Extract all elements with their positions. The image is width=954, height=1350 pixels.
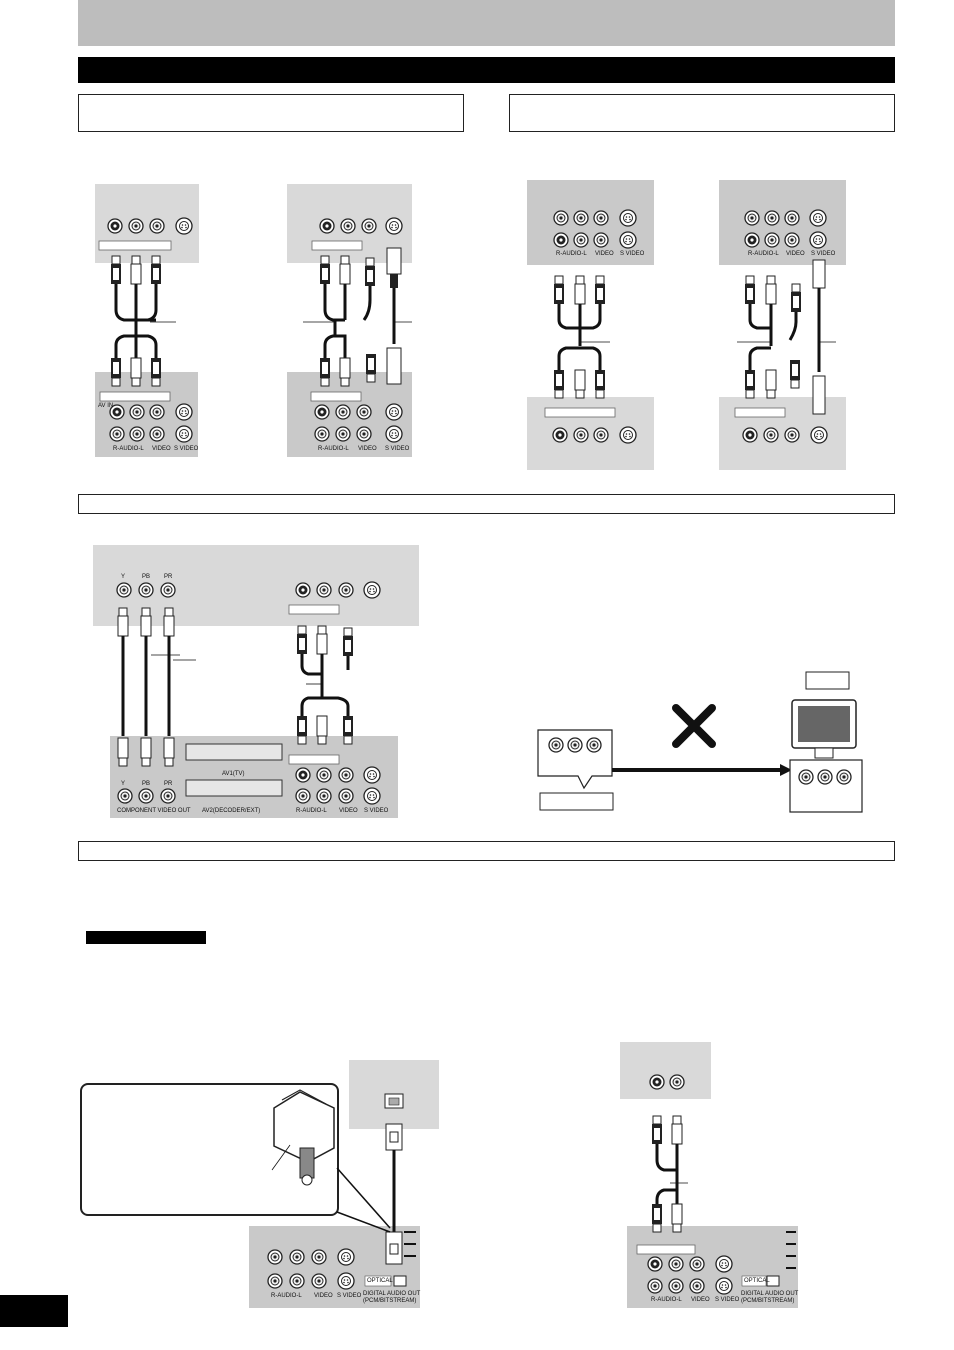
diagram-optical: [267, 1089, 416, 1290]
component-pr-label: PR: [164, 781, 173, 787]
s-video-label-1: S VIDEO: [174, 446, 199, 452]
amplifier-analog-panel: [620, 1042, 711, 1099]
diagram-4-svideo-out: [734, 209, 836, 444]
subsection-heading-left: [78, 94, 464, 132]
video-label-6: VIDEO: [314, 1293, 333, 1299]
r-audio-l-label-1: R-AUDIO-L: [113, 446, 144, 452]
optical-label-1: OPTICAL: [367, 1278, 393, 1284]
s-video-label-7: S VIDEO: [715, 1297, 740, 1303]
video-label-5: VIDEO: [339, 808, 358, 814]
video-label-3: VIDEO: [595, 251, 614, 257]
r-audio-l-label-2: R-AUDIO-L: [318, 446, 349, 452]
digital-audio-out-label-1: DIGITAL AUDIO OUT: [363, 1291, 421, 1297]
component-pr-label-top: PR: [164, 574, 173, 580]
r-audio-l-label-6: R-AUDIO-L: [271, 1293, 302, 1299]
diagram-direct-connection-warning: [537, 671, 863, 813]
r-audio-l-label-5: R-AUDIO-L: [296, 808, 327, 814]
r-audio-l-label-4: R-AUDIO-L: [748, 251, 779, 257]
diagram-analog-audio: [636, 1074, 796, 1295]
page-number-tab: [0, 1295, 68, 1327]
diagram-component-video: [116, 581, 381, 805]
header-band: [78, 0, 895, 46]
subsection-heading-audio: [78, 841, 895, 861]
s-video-label-4: S VIDEO: [811, 251, 836, 257]
pcm-bitstream-label-2: (PCM/BITSTREAM): [741, 1298, 795, 1304]
diagram-3-rca-out: [544, 209, 637, 444]
diagram-2-svideo: [303, 217, 412, 443]
video-label-7: VIDEO: [691, 1297, 710, 1303]
diagram-1-rca: [98, 217, 193, 443]
s-video-label-2: S VIDEO: [385, 446, 410, 452]
component-pb-label-top: PB: [142, 574, 151, 580]
av2-decoder-ext-label: AV2(DECODER/EXT): [202, 808, 261, 814]
s-video-label-5: S VIDEO: [364, 808, 389, 814]
video-label-4: VIDEO: [786, 251, 805, 257]
video-label-1: VIDEO: [152, 446, 171, 452]
component-pb-label: PB: [142, 781, 151, 787]
s-video-label-6: S VIDEO: [337, 1293, 362, 1299]
digital-audio-out-label-2: DIGITAL AUDIO OUT: [741, 1291, 799, 1297]
r-audio-l-label-7: R-AUDIO-L: [651, 1297, 682, 1303]
note-label-bar: [86, 931, 206, 944]
subsection-heading-right: [509, 94, 895, 132]
component-y-label-top: Y: [121, 574, 126, 580]
pcm-bitstream-label-1: (PCM/BITSTREAM): [363, 1298, 417, 1304]
section-title-bar: [78, 57, 895, 83]
optical-label-2: OPTICAL: [744, 1278, 770, 1284]
r-audio-l-label-3: R-AUDIO-L: [556, 251, 587, 257]
av1-tv-label: AV1(TV): [222, 771, 245, 777]
component-video-out-label: COMPONENT VIDEO OUT: [117, 808, 191, 814]
video-label-2: VIDEO: [358, 446, 377, 452]
av-in-label-1: AV IN: [98, 403, 114, 409]
subsection-heading-component: [78, 494, 895, 514]
s-video-label-3: S VIDEO: [620, 251, 645, 257]
component-y-label: Y: [121, 781, 126, 787]
